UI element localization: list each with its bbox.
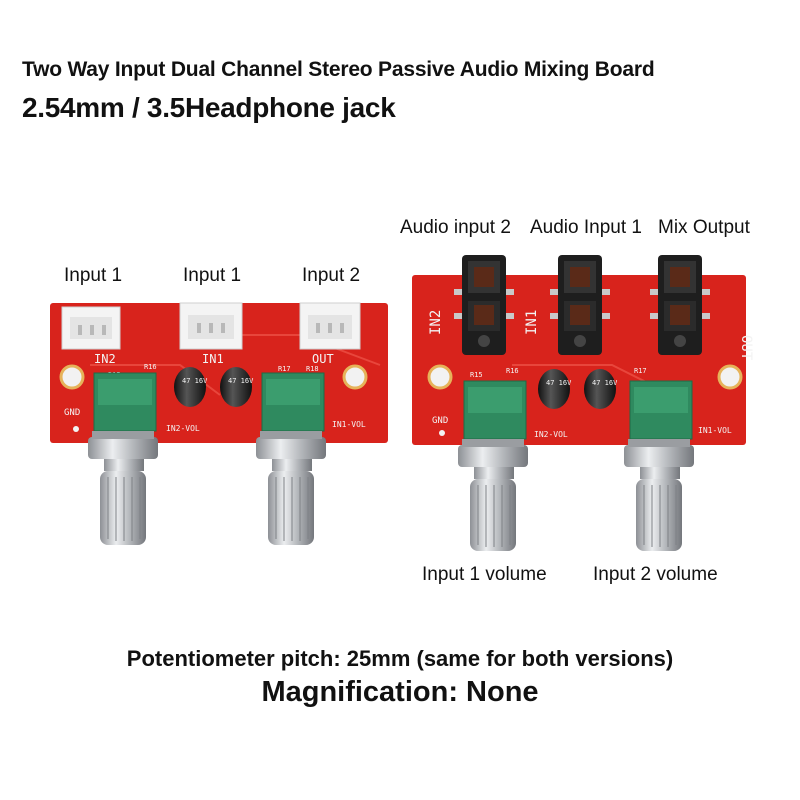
- silk-gnd: GND: [432, 416, 448, 426]
- headphone-jack-icon: [454, 255, 514, 355]
- connector-out-icon: [299, 302, 361, 350]
- product-subtitle: 2.54mm / 3.5Headphone jack: [22, 92, 396, 123]
- right-label-input1-volume: Input 1 volume: [422, 564, 547, 585]
- silk-in1-vol: IN1-VOL: [332, 420, 366, 429]
- silk-r16: R16: [144, 363, 157, 371]
- silk-in1: IN1: [202, 352, 224, 366]
- capacitor-icon: 47 16V: [584, 369, 618, 409]
- silk-out: OUT: [738, 335, 754, 361]
- silk-in2: IN2: [428, 310, 444, 335]
- silk-in2: IN2: [94, 352, 116, 366]
- right-label-mix-output: Mix Output: [658, 217, 750, 238]
- left-label-input2: Input 2: [302, 265, 361, 286]
- potentiometer-icon: [624, 380, 694, 551]
- potentiometer-icon: [256, 372, 326, 545]
- pitch-note: Potentiometer pitch: 25mm (same for both…: [126, 646, 674, 671]
- silk-in1: IN1: [524, 310, 540, 335]
- mounting-hole-icon: [427, 364, 453, 390]
- capacitor-icon: 47 16V: [538, 369, 572, 409]
- cap2-label: 47 16V: [228, 377, 254, 385]
- silk-in2-vol: IN2-VOL: [534, 430, 568, 439]
- right-label-audio-input2: Audio input 2: [400, 217, 511, 238]
- cap2-label: 47 16V: [592, 379, 618, 387]
- left-label-input1-b: Input 1: [183, 265, 242, 286]
- silk-out: OUT: [312, 352, 334, 366]
- mounting-hole-icon: [342, 364, 368, 390]
- silk-r18: R18: [306, 365, 319, 373]
- cap1-label: 47 16V: [546, 379, 572, 387]
- potentiometer-icon: [88, 372, 158, 545]
- left-pcb-board: IN2 IN1 OUT R15 R16 R17 R18 GND IN2-VOL …: [50, 302, 388, 545]
- silk-r17: R17: [634, 367, 647, 375]
- right-pcb-board: IN2 IN1 OUT R15 R16 R17 GND IN2-VOL IN1-…: [412, 255, 754, 551]
- silk-r16: R16: [506, 367, 519, 375]
- capacitor-icon: 47 16V: [174, 367, 208, 407]
- silk-r17: R17: [278, 365, 291, 373]
- silk-r15: R15: [470, 371, 483, 379]
- headphone-jack-icon: [550, 255, 610, 355]
- mounting-hole-icon: [59, 364, 85, 390]
- silk-in2-vol: IN2-VOL: [166, 424, 200, 433]
- potentiometer-icon: [458, 380, 528, 551]
- left-label-input1-a: Input 1: [64, 265, 123, 286]
- silk-gnd: GND: [64, 408, 80, 418]
- silk-in1-vol: IN1-VOL: [698, 426, 732, 435]
- mounting-hole-icon: [717, 364, 743, 390]
- product-title: Two Way Input Dual Channel Stereo Passiv…: [22, 58, 655, 81]
- cap1-label: 47 16V: [182, 377, 208, 385]
- capacitor-icon: 47 16V: [220, 367, 254, 407]
- connector-in1-icon: [179, 302, 243, 350]
- right-label-audio-input1: Audio Input 1: [530, 217, 642, 238]
- right-label-input2-volume: Input 2 volume: [593, 564, 718, 585]
- connector-in2-icon: [61, 306, 121, 350]
- magnification-note: Magnification: None: [261, 676, 539, 708]
- headphone-jack-icon: [650, 255, 710, 355]
